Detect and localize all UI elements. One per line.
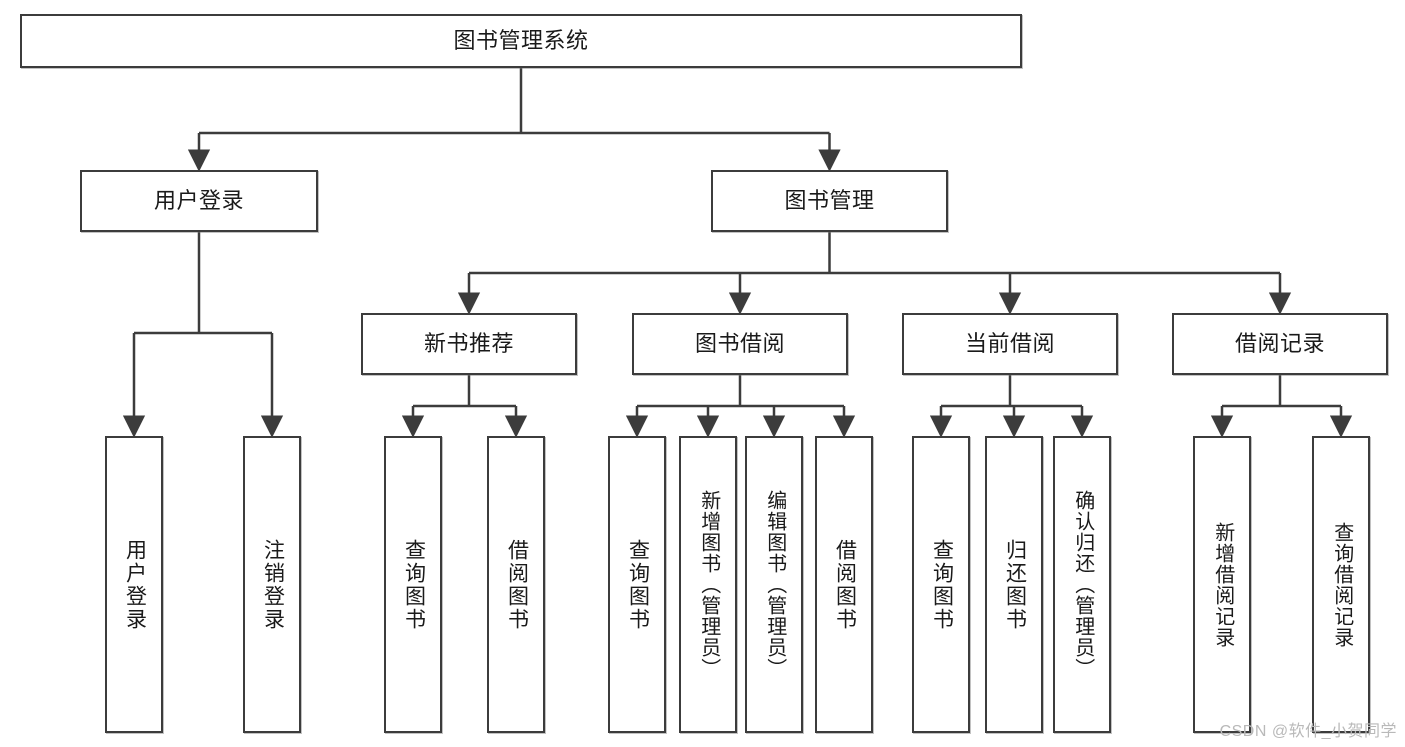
node-leaf-add-book-admin[interactable]: 新增图书（管理员） [679, 436, 737, 733]
node-user-login-label: 用户登录 [153, 187, 244, 213]
node-leaf-return-book-label: 归还图书 [1003, 538, 1027, 631]
node-borrowing-records[interactable]: 借阅记录 [1172, 313, 1388, 375]
node-book-management[interactable]: 图书管理 [711, 170, 948, 232]
node-leaf-confirm-return-admin-label: 确认归还（管理员） [1071, 490, 1094, 679]
node-current-borrowing[interactable]: 当前借阅 [902, 313, 1118, 375]
node-leaf-query-borrow-record[interactable]: 查询借阅记录 [1312, 436, 1370, 733]
node-leaf-edit-book-admin-label: 编辑图书（管理员） [763, 490, 786, 679]
node-leaf-add-borrow-record-label: 新增借阅记录 [1211, 521, 1234, 648]
node-root[interactable]: 图书管理系统 [20, 14, 1022, 68]
node-book-management-label: 图书管理 [784, 187, 875, 213]
node-leaf-borrow-book[interactable]: 借阅图书 [815, 436, 873, 733]
node-leaf-query-book-borrow-label: 查询图书 [626, 538, 650, 631]
node-new-book-recommendation-label: 新书推荐 [423, 330, 514, 356]
node-borrowing-records-label: 借阅记录 [1234, 330, 1325, 356]
node-leaf-return-book[interactable]: 归还图书 [985, 436, 1043, 733]
node-user-login[interactable]: 用户登录 [80, 170, 318, 232]
node-leaf-add-book-admin-label: 新增图书（管理员） [697, 490, 720, 679]
node-leaf-query-book-borrow[interactable]: 查询图书 [608, 436, 666, 733]
node-book-borrowing[interactable]: 图书借阅 [632, 313, 848, 375]
node-leaf-confirm-return-admin[interactable]: 确认归还（管理员） [1053, 436, 1111, 733]
node-new-book-recommendation[interactable]: 新书推荐 [361, 313, 577, 375]
node-leaf-query-book-new[interactable]: 查询图书 [384, 436, 442, 733]
node-leaf-borrow-book-new-label: 借阅图书 [505, 538, 529, 631]
node-leaf-query-book-new-label: 查询图书 [402, 538, 426, 631]
node-leaf-user-login-label: 用户登录 [123, 538, 147, 631]
node-leaf-add-borrow-record[interactable]: 新增借阅记录 [1193, 436, 1251, 733]
node-leaf-borrow-book-new[interactable]: 借阅图书 [487, 436, 545, 733]
node-leaf-borrow-book-label: 借阅图书 [833, 538, 857, 631]
node-current-borrowing-label: 当前借阅 [964, 330, 1055, 356]
node-leaf-edit-book-admin[interactable]: 编辑图书（管理员） [745, 436, 803, 733]
node-root-label: 图书管理系统 [453, 27, 589, 53]
node-book-borrowing-label: 图书借阅 [694, 330, 785, 356]
node-leaf-query-borrow-record-label: 查询借阅记录 [1330, 521, 1353, 648]
node-leaf-query-book-current[interactable]: 查询图书 [912, 436, 970, 733]
node-leaf-logout-label: 注销登录 [261, 538, 285, 631]
node-leaf-user-login[interactable]: 用户登录 [105, 436, 163, 733]
node-leaf-query-book-current-label: 查询图书 [930, 538, 954, 631]
node-leaf-logout[interactable]: 注销登录 [243, 436, 301, 733]
